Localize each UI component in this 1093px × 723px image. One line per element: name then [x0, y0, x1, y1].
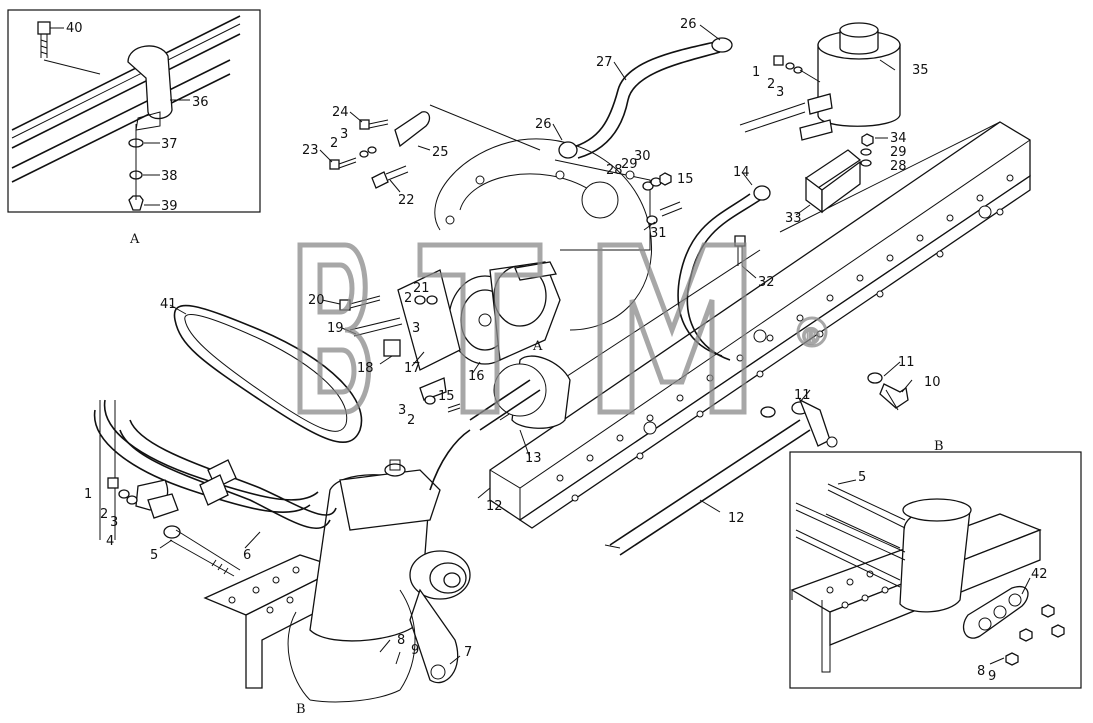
part-label: 3: [398, 403, 406, 418]
inset-b-caption: B: [934, 439, 944, 454]
part-label: 5: [150, 548, 158, 563]
part-label: 31: [650, 226, 667, 241]
captions: A B A B: [129, 232, 944, 717]
reservoir-bracket-33: [804, 149, 862, 214]
part-label: 3: [776, 85, 784, 100]
part-label: 18: [357, 361, 374, 376]
watermark-registered-mark: ®: [800, 325, 822, 350]
part-label: 12: [486, 499, 503, 514]
part-label: 3: [412, 321, 420, 336]
part-label: 39: [161, 199, 178, 214]
steering-gear-box: [309, 459, 471, 684]
part-label: 8: [977, 664, 985, 679]
part-label: 2: [407, 413, 415, 428]
part-label: 12: [728, 511, 745, 526]
frame-mount-13: [429, 355, 571, 491]
hose-27: [558, 37, 733, 159]
part-label: 2: [100, 507, 108, 522]
part-label: 34: [890, 131, 907, 146]
inset-a-detail: [7, 9, 261, 213]
part-label: 13: [525, 451, 542, 466]
part-label: 9: [411, 643, 419, 658]
part-label: 11: [898, 355, 915, 370]
part-label: 38: [161, 169, 178, 184]
part-label: 42: [1031, 567, 1048, 582]
main-a-tag: A: [532, 339, 543, 354]
main-b-tag: B: [296, 702, 306, 717]
part-label: 10: [924, 375, 941, 390]
part-label: 6: [243, 548, 251, 563]
inset-a-caption: A: [129, 232, 140, 247]
inset-b-detail: [789, 451, 1082, 689]
part-label: 3: [110, 515, 118, 530]
part-label: 24: [332, 105, 349, 120]
watermark-logo: ®: [297, 242, 828, 415]
part-label: 41: [160, 297, 177, 312]
part-label: 33: [785, 211, 802, 226]
part-label: 29: [621, 157, 638, 172]
part-label: 5: [858, 470, 866, 485]
part-label: 29: [890, 145, 907, 160]
part-label: 26: [680, 17, 697, 32]
part-label: 8: [397, 633, 405, 648]
part-label: 2: [767, 77, 775, 92]
part-label: 2: [330, 136, 338, 151]
part-label: 19: [327, 321, 344, 336]
right-fasteners: [642, 55, 874, 266]
part-label: 9: [988, 669, 996, 684]
upper-bracket-fasteners: [329, 104, 541, 189]
hoses-6: [93, 399, 337, 540]
part-label: 1: [752, 65, 760, 80]
part-label: 15: [677, 172, 694, 187]
part-label: 15: [438, 389, 455, 404]
part-label: 4: [106, 534, 114, 549]
part-label: 25: [432, 145, 449, 160]
part-label: 26: [535, 117, 552, 132]
part-label: 3: [340, 127, 348, 142]
part-label: 32: [758, 275, 775, 290]
part-label: 36: [192, 95, 209, 110]
part-label: 14: [733, 165, 750, 180]
pump-bracket-17: [339, 269, 461, 413]
part-label: 40: [66, 21, 83, 36]
part-label: 16: [468, 369, 485, 384]
part-label: 35: [912, 63, 929, 78]
part-label: 28: [606, 163, 623, 178]
part-label: 1: [84, 487, 92, 502]
part-label: 22: [398, 193, 415, 208]
part-label: 27: [596, 55, 613, 70]
part-label: 28: [890, 159, 907, 174]
drive-belt-41: [173, 304, 363, 444]
part-label: 20: [308, 293, 325, 308]
part-label: 30: [634, 149, 651, 164]
part-label: 2: [404, 291, 412, 306]
bolt-10-washer-11: [760, 372, 909, 418]
part-number-labels: 40 36 37 38 39 26 27 26 24 2 3 25 23 22 …: [66, 17, 1048, 684]
part-label: 21: [413, 281, 430, 296]
chassis-frame-rail: [489, 121, 1031, 529]
drag-link-12: [604, 398, 838, 556]
part-label: 37: [161, 137, 178, 152]
oil-reservoir: [739, 22, 901, 141]
part-label: 11: [794, 388, 811, 403]
part-label: 17: [404, 361, 421, 376]
part-label: 7: [464, 645, 472, 660]
clamp-4-fasteners: [107, 477, 241, 577]
part-label: 23: [302, 143, 319, 158]
